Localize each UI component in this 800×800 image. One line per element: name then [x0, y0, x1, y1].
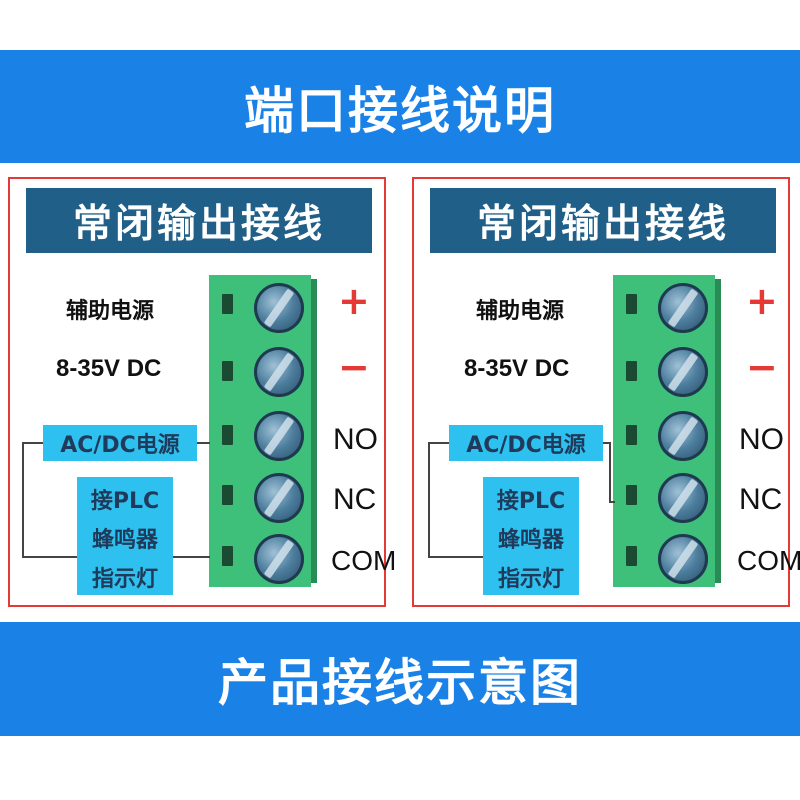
plus-sign: +: [338, 279, 370, 323]
screw-icon: [658, 283, 708, 333]
terminal-block-edge: [715, 279, 721, 583]
wire: [609, 501, 615, 503]
footer-banner: 产品接线示意图: [0, 622, 800, 736]
wire: [609, 442, 611, 502]
terminal-slot: [626, 361, 637, 381]
terminal-block: [613, 275, 715, 587]
footer-title: 产品接线示意图: [218, 654, 582, 712]
terminal-slot: [222, 425, 233, 445]
wire: [428, 442, 430, 557]
terminal-label-com: COM: [331, 545, 397, 576]
screw-icon: [658, 411, 708, 461]
wiring-panel-left: 常闭输出接线 辅助电源 8-35V DC + − NO NC COM AC/DC…: [8, 177, 396, 607]
acdc-power-text: AC/DC电源: [466, 433, 586, 458]
load-line-plc: 接PLC: [90, 489, 160, 514]
load-line-buzzer: 蜂鸣器: [497, 528, 564, 553]
terminal-slot: [222, 546, 233, 566]
terminal-slot: [222, 361, 233, 381]
screw-icon: [658, 347, 708, 397]
screw-icon: [658, 473, 708, 523]
wire: [22, 442, 44, 444]
terminal-slot: [626, 546, 637, 566]
wire: [22, 556, 78, 558]
screw-icon: [254, 283, 304, 333]
voltage-label: 8-35V DC: [56, 355, 162, 382]
screw-icon: [658, 534, 708, 584]
wire: [196, 442, 210, 444]
load-box: 接PLC 蜂鸣器 指示灯: [483, 477, 579, 595]
terminal-label-no: NO: [739, 423, 784, 456]
wire: [428, 556, 484, 558]
screw-icon: [254, 534, 304, 584]
acdc-power-text: AC/DC电源: [60, 433, 180, 458]
terminal-slot: [222, 485, 233, 505]
wire: [428, 442, 450, 444]
aux-power-label: 辅助电源: [476, 299, 565, 324]
wiring-panel-right: 常闭输出接线 辅助电源 8-35V DC + − NO NC COM AC/DC…: [412, 177, 800, 607]
wire: [600, 442, 610, 444]
terminal-block: [209, 275, 311, 587]
acdc-power-label: AC/DC电源: [43, 425, 197, 461]
load-line-indicator: 指示灯: [91, 567, 158, 592]
screw-icon: [254, 411, 304, 461]
screw-icon: [254, 347, 304, 397]
wire: [172, 556, 210, 558]
load-line-indicator: 指示灯: [497, 567, 564, 592]
aux-power-label: 辅助电源: [66, 299, 155, 324]
terminal-label-nc: NC: [333, 483, 377, 516]
plus-sign: +: [746, 279, 778, 323]
minus-sign: −: [746, 345, 778, 389]
load-box: 接PLC 蜂鸣器 指示灯: [77, 477, 173, 595]
terminal-slot: [626, 485, 637, 505]
terminal-label-com: COM: [737, 545, 800, 576]
header-banner: 端口接线说明: [0, 50, 800, 163]
voltage-label: 8-35V DC: [464, 355, 570, 382]
terminal-block-edge: [311, 279, 317, 583]
load-line-plc: 接PLC: [496, 489, 566, 514]
panel-title: 常闭输出接线: [26, 188, 372, 253]
terminal-slot: [222, 294, 233, 314]
minus-sign: −: [338, 345, 370, 389]
terminal-slot: [626, 294, 637, 314]
header-title: 端口接线说明: [244, 81, 556, 140]
terminal-label-no: NO: [333, 423, 378, 456]
terminal-slot: [626, 425, 637, 445]
terminal-label-nc: NC: [739, 483, 783, 516]
load-line-buzzer: 蜂鸣器: [91, 528, 158, 553]
acdc-power-label: AC/DC电源: [449, 425, 603, 461]
wire: [22, 442, 24, 557]
panel-title: 常闭输出接线: [430, 188, 776, 253]
screw-icon: [254, 473, 304, 523]
